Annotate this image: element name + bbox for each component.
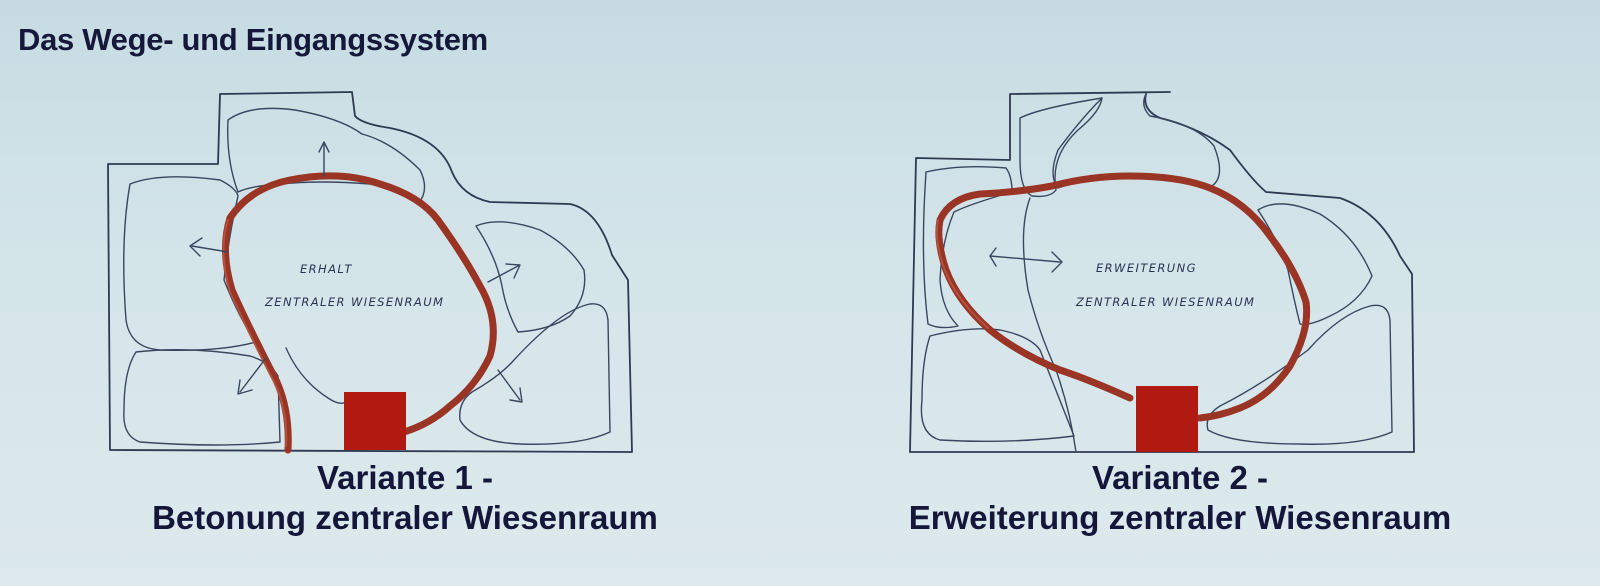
sketch-annotation-line2: ZENTRALER WIESENRAUM — [1075, 295, 1255, 309]
meadow-area-right — [1257, 203, 1373, 326]
arrow-icon-east — [487, 263, 521, 283]
entrance-block — [1136, 386, 1198, 452]
site-boundary — [909, 91, 1415, 453]
variant-2-title: Variante 2 - — [1091, 459, 1269, 496]
loop-path — [935, 172, 1311, 422]
meadow-area-bottom-right — [1206, 304, 1393, 445]
variant-1-sketch: ERHALT ZENTRALER WIESENRAUM — [107, 91, 633, 454]
meadow-area-bottom-right — [459, 303, 611, 445]
divider-curve — [1022, 197, 1077, 453]
sketch-annotation-line1: ERHALT — [300, 262, 353, 276]
meadow-area-bottom-left — [123, 349, 281, 446]
variant-2-sketch: ERWEITERUNG ZENTRALER WIESENRAUM — [909, 91, 1415, 453]
variant-2-caption: Variante 2 - Erweiterung zentraler Wiese… — [820, 458, 1540, 538]
loop-path — [221, 172, 497, 454]
variant-2-subtitle: Erweiterung zentraler Wiesenraum — [908, 499, 1452, 536]
site-boundary — [107, 91, 633, 453]
arrow-icon-north — [318, 141, 330, 177]
slide-title: Das Wege- und Eingangssystem — [18, 22, 488, 57]
entrance-block — [344, 392, 406, 450]
variant-1-caption: Variante 1 - Betonung zentraler Wiesenra… — [60, 458, 750, 538]
loop-path-highlight — [935, 219, 989, 329]
arrow-icon-southwest — [237, 357, 267, 395]
meadow-area-right — [475, 221, 586, 333]
double-arrow-icon — [989, 247, 1063, 273]
loop-path-highlight — [222, 219, 288, 447]
meadow-area-left — [123, 176, 257, 352]
sketch-annotation-line2: ZENTRALER WIESENRAUM — [264, 295, 444, 309]
variant-1-subtitle: Betonung zentraler Wiesenraum — [152, 499, 658, 536]
meadow-area-bottom-center — [285, 347, 347, 405]
meadow-area-top — [1019, 97, 1103, 198]
sketch-annotation-line1: ERWEITERUNG — [1096, 261, 1197, 275]
arrow-icon-southeast — [497, 369, 523, 403]
meadow-area-bottom-left — [920, 328, 1075, 443]
variant-1-title: Variante 1 - — [316, 459, 494, 496]
arrow-icon-west — [189, 237, 229, 257]
